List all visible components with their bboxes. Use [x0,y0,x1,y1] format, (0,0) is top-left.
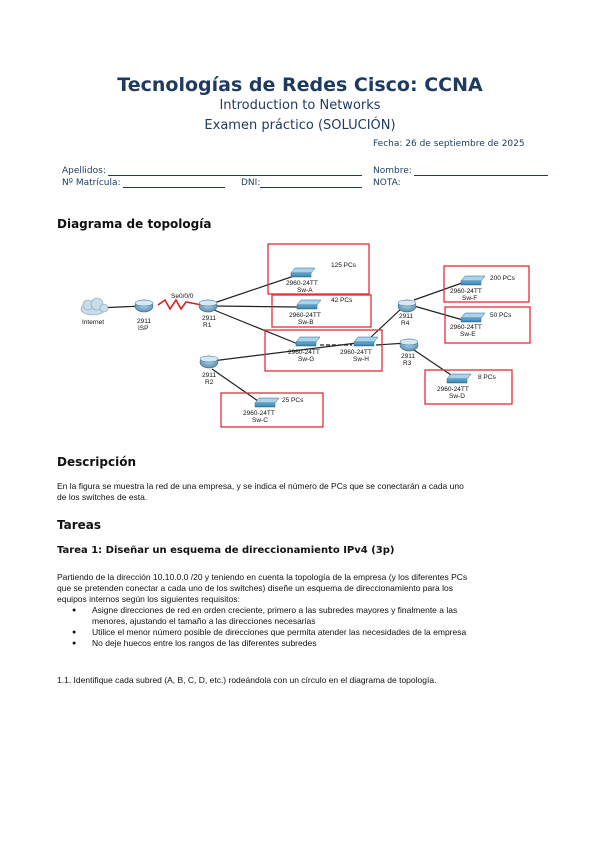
sw-a-label: Sw-A [297,287,313,294]
sw-d-model-label: 2960-24TT [437,386,469,393]
requirement-item: Asigne direcciones de red en orden creci… [57,605,547,627]
question-1-1: 1.1. Identifique cada subred (A, B, C, D… [57,675,437,685]
course-subtitle: Introduction to Networks [219,98,381,113]
document-title: Tecnologías de Redes Cisco: CCNA [117,74,483,96]
task1-title: Tarea 1: Diseñar un esquema de direccion… [57,545,395,556]
r3-label: R3 [403,360,412,367]
tasks-heading: Tareas [57,518,102,532]
subnet-boxes [220,243,531,428]
exam-date: Fecha: 26 de septiembre de 2025 [373,139,525,149]
internet-label: Internet [82,319,104,326]
dni-field[interactable] [260,187,362,188]
task1-paragraph-line-1: Partiendo de la dirección 10.10.0.0 /20 … [57,572,468,582]
sw-f-label: Sw-F [462,295,477,302]
task1-body: Partiendo de la dirección 10.10.0.0 /20 … [57,572,547,649]
sw-b-label: Sw-B [298,319,314,326]
sw-b-pcs-label: 42 PCs [331,297,353,304]
sw-h-model-label: 2960-24TT [340,349,372,356]
r2-label: R2 [205,379,214,386]
sw-e-label: Sw-E [460,331,476,338]
sw-c-pcs-label: 25 PCs [282,397,304,404]
sw-d-pcs-label: 8 PCs [478,374,496,381]
serial-link [157,298,203,311]
requirement-item: Utilice el menor número posible de direc… [57,627,547,638]
description-line-2: de los switches de esta. [57,492,148,502]
description-line-1: En la figura se muestra la red de una em… [57,481,464,491]
requirement-1-text-b: menores, ajustando el tamaño a las direc… [92,616,316,626]
sw-g-model-label: 2960-24TT [288,349,320,356]
nombre-label: Nombre: [373,166,412,176]
sw-a-model-label: 2960-24TT [286,280,318,287]
exam-title: Examen práctico (SOLUCIÓN) [204,118,396,133]
topology-heading: Diagrama de topología [57,217,212,231]
switch-icons [254,267,486,408]
sw-b-model-label: 2960-24TT [289,312,321,319]
sw-f-model-label: 2960-24TT [450,288,482,295]
requirement-3-text: No deje huecos entre los rangos de las d… [92,638,317,648]
r4-label: R4 [401,320,410,327]
requirements-list: Asigne direcciones de red en orden creci… [57,605,547,649]
nombre-field[interactable] [414,175,548,176]
topology-links [96,273,464,402]
description-text: En la figura se muestra la red de una em… [57,481,547,503]
sw-g-label: Sw-G [298,356,314,363]
r1-label: R1 [203,322,212,329]
nota-label: NOTA: [373,178,401,188]
sw-e-pcs-label: 50 PCs [490,312,512,319]
dni-label: DNI: [241,178,261,188]
r4-model-label: 2911 [399,313,413,320]
apellidos-field[interactable] [108,175,362,176]
isp-label: ISP [138,325,148,332]
sw-f-pcs-label: 200 PCs [490,275,516,282]
sw-h-label: Sw-H [353,356,369,363]
task1-paragraph-line-2: que se pretenden conectar a cada uno de … [57,583,453,593]
matricula-field[interactable] [123,187,225,188]
matricula-label: Nº Matrícula: [62,178,121,188]
task1-paragraph-line-3: equipos internos según los siguientes re… [57,594,240,604]
requirement-2-text: Utilice el menor número posible de direc… [92,627,467,637]
requirement-item: No deje huecos entre los rangos de las d… [57,638,547,649]
internet-cloud-icon [80,297,109,316]
r2-model-label: 2911 [202,372,216,379]
serial-interface-label: Se0/0/0 [171,293,194,300]
router-icons [134,299,419,369]
r3-model-label: 2911 [401,353,415,360]
sw-a-pcs-label: 125 PCs [331,262,357,269]
sw-e-model-label: 2960-24TT [450,324,482,331]
r1-model-label: 2911 [202,315,216,322]
sw-c-model-label: 2960-24TT [243,410,275,417]
isp-model-label: 2911 [137,318,151,325]
description-heading: Descripción [57,455,136,469]
apellidos-label: Apellidos: [62,166,106,176]
requirement-1-text-a: Asigne direcciones de red en orden creci… [92,605,458,615]
sw-c-label: Sw-C [252,417,268,424]
sw-d-label: Sw-D [449,393,465,400]
